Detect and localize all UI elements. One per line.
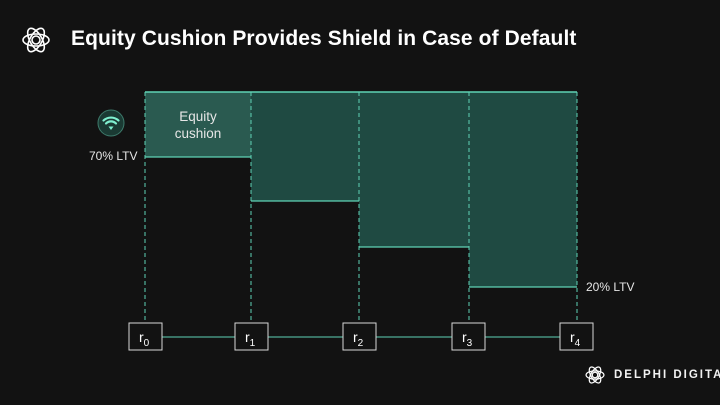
start-ltv-label: 70% LTV xyxy=(89,149,137,163)
svg-text:r3: r3 xyxy=(462,329,473,349)
svg-text:r4: r4 xyxy=(570,329,581,349)
period-dividers xyxy=(144,92,578,323)
equity-cushion-block-1 xyxy=(251,92,359,201)
svg-text:r0: r0 xyxy=(139,329,150,349)
brand-logo-icon xyxy=(585,366,605,384)
equity-cushion-label-line1: Equity xyxy=(179,109,217,124)
end-ltv-label: 20% LTV xyxy=(586,280,634,294)
page-title: Equity Cushion Provides Shield in Case o… xyxy=(71,27,577,50)
step-lines xyxy=(145,156,577,288)
svg-text:r1: r1 xyxy=(245,329,256,349)
header xyxy=(20,22,52,58)
equity-cushion-block-2 xyxy=(359,92,469,247)
equity-cushion-label-line2: cushion xyxy=(175,126,222,141)
period-box-2: r2 xyxy=(342,322,377,351)
brand-name: DELPHI DIGITAL xyxy=(614,369,720,381)
svg-text:r2: r2 xyxy=(353,329,364,349)
brand-footer: DELPHI DIGITAL xyxy=(584,364,720,386)
equity-cushion-block-0 xyxy=(145,92,251,157)
period-box-0: r0 xyxy=(128,322,163,351)
period-box-3: r3 xyxy=(451,322,486,351)
period-box-1: r1 xyxy=(234,322,269,351)
sphere-lattice-icon xyxy=(22,27,50,53)
period-box-4: r4 xyxy=(559,322,594,351)
equity-cushion-block-3 xyxy=(469,92,577,287)
wifi-shield-icon xyxy=(97,109,125,137)
